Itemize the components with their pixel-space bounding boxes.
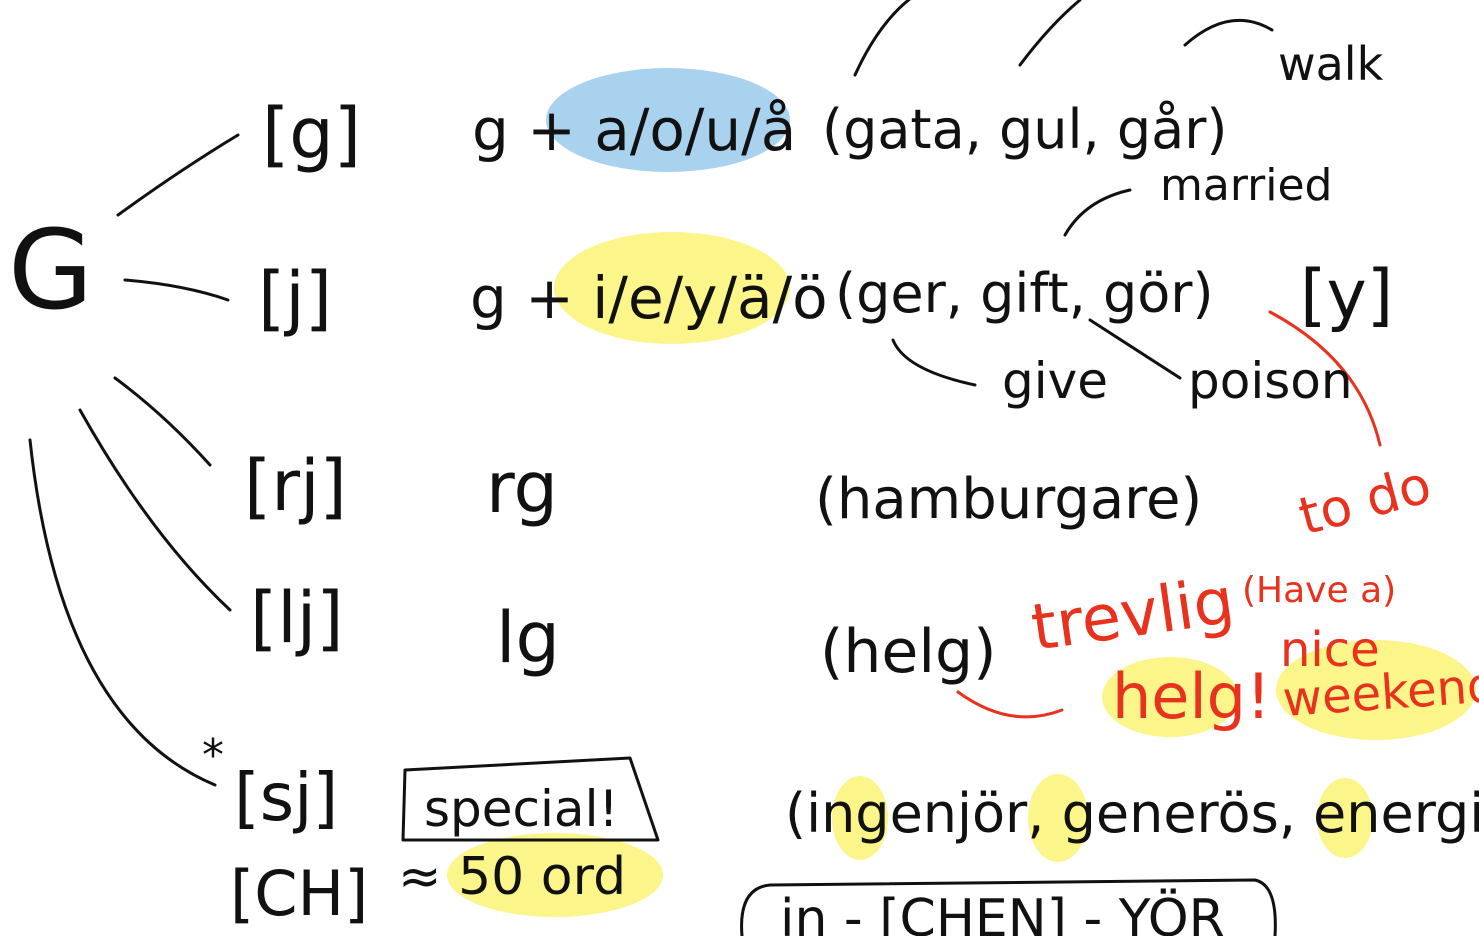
annotation-nice: nice [1280,622,1380,678]
sound-sj: [sj] [234,759,338,836]
yellow-highlight-weekend [1276,640,1476,740]
arc-gul [1018,0,1082,67]
yellow-highlight-vowels [554,232,790,344]
examples-g: (gata, gul, går) [822,98,1228,161]
branch-line-rj [113,376,212,467]
annotation-to-do: to do [1293,455,1438,548]
line-poison [1088,318,1182,380]
red-line-to-do [1268,310,1382,447]
branch-line-lj [78,408,232,612]
yellow-highlight-g2 [1028,774,1088,862]
curve-give [891,338,977,387]
rule-sj: special! [424,780,619,838]
annotation-y-sound: [y] [1300,256,1393,335]
yellow-highlight-helg [1102,657,1238,737]
blue-highlight [546,68,790,172]
annotation-helg-excl: helg! [1112,660,1271,733]
annotation-trevlig: trevlig [1027,564,1239,666]
annotation-married: married [1160,160,1332,211]
arc-gata [853,0,911,77]
root-letter: G [8,206,93,334]
rule-lj: lg [496,597,560,679]
rule-rj: rg [486,447,558,529]
sound-j: [j] [258,257,332,339]
branch-line-g [116,133,240,217]
sound-rj: [rj] [244,445,347,527]
annotation-poison: poison [1188,352,1353,410]
annotation-walk: walk [1278,37,1384,91]
arc-walk [1183,18,1274,47]
sound-ch: [CH] [230,857,368,930]
asterisk: * [202,730,224,781]
special-box [401,756,660,842]
yellow-highlight-g1 [832,776,888,860]
branch-line-j [123,278,230,302]
branch-line-sj [28,438,217,787]
red-underline-helg [956,690,1064,719]
rule-g: g + a/o/u/å [472,96,796,164]
annotation-have-a: (Have a) [1242,570,1396,611]
annotation-pronunciation: in - [CHEN] - YÖR [780,888,1225,936]
examples-sj: (ingenjör, generös, energi) [785,782,1479,845]
arc-married [1063,188,1132,237]
pronunciation-box [740,878,1277,936]
rule-ch: ≈ 50 ord [398,847,626,907]
annotation-give: give [1002,352,1108,410]
examples-rj: (hamburgare) [815,467,1202,532]
examples-j: (ger, gift, gör) [835,262,1214,325]
yellow-highlight-g3 [1317,778,1373,858]
examples-lj: (helg) [820,617,997,687]
rule-j: g + i/e/y/ä/ö [470,264,828,332]
yellow-highlight-50-ord [447,833,663,917]
sound-g: [g] [262,93,361,175]
sound-lj: [lj] [250,577,344,659]
